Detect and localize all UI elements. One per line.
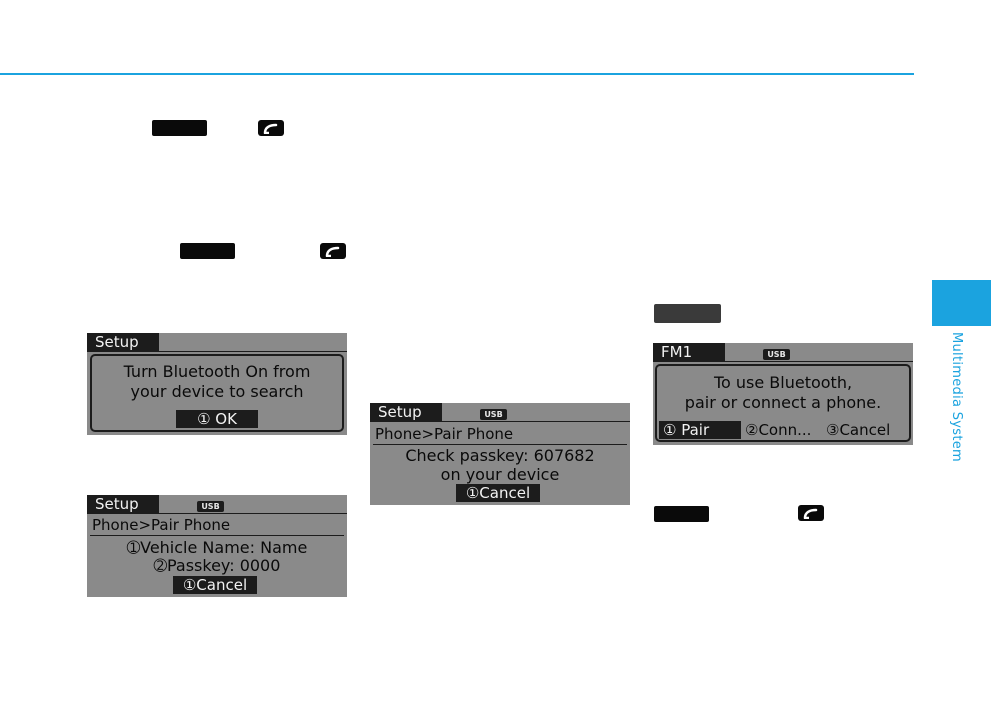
usb-indicator: USB	[480, 409, 507, 420]
usb-indicator: USB	[197, 501, 224, 512]
setup-key-graphic	[180, 243, 235, 259]
message-line: Turn Bluetooth On from	[123, 362, 311, 381]
passkey-line: ➁Passkey: 0000	[153, 556, 281, 575]
breadcrumb: Phone>Pair Phone	[92, 516, 231, 534]
vehicle-name-line: ➀Vehicle Name: Name	[126, 538, 308, 557]
screen-tab: Setup	[87, 333, 159, 352]
ok-softkey[interactable]: ① OK	[176, 410, 258, 428]
phone-handset-icon	[798, 505, 824, 521]
tab-rule	[87, 351, 347, 352]
phone-handset-icon	[320, 243, 346, 259]
setup-key-graphic	[654, 506, 709, 522]
setup-key-graphic	[152, 120, 207, 136]
screen-pair-phone-vehicle: Setup USB Phone>Pair Phone ➀Vehicle Name…	[87, 495, 347, 597]
screen-tab: Setup	[87, 495, 159, 514]
message-line: your device to search	[130, 382, 304, 401]
phone-handset-icon	[258, 120, 284, 136]
connect-option[interactable]: ②Conn...	[745, 421, 812, 439]
screen-check-passkey: Setup USB Phone>Pair Phone Check passkey…	[370, 403, 630, 505]
pair-softkey[interactable]: ① Pair	[659, 421, 741, 439]
tab-rule	[87, 513, 347, 514]
cancel-softkey[interactable]: ①Cancel	[456, 484, 540, 502]
divider	[373, 444, 627, 445]
breadcrumb: Phone>Pair Phone	[375, 425, 514, 443]
section-tab	[932, 280, 991, 326]
message-frame	[90, 354, 344, 432]
screen-use-bluetooth: FM1 USB To use Bluetooth, pair or connec…	[653, 343, 913, 445]
instruction-line: on your device	[440, 465, 560, 484]
message-line: pair or connect a phone.	[684, 393, 882, 412]
divider	[90, 535, 344, 536]
cancel-option[interactable]: ③Cancel	[826, 421, 891, 439]
tab-rule	[653, 361, 913, 362]
message-frame	[655, 364, 911, 442]
setup-key-graphic	[654, 304, 721, 323]
cancel-softkey[interactable]: ①Cancel	[173, 576, 257, 594]
usb-indicator: USB	[763, 349, 790, 360]
passkey-line: Check passkey: 607682	[405, 446, 595, 465]
section-label: Multimedia System	[949, 332, 964, 462]
header-rule	[0, 73, 914, 75]
screen-bluetooth-off: Setup Turn Bluetooth On from your device…	[87, 333, 347, 435]
screen-tab: Setup	[370, 403, 442, 422]
screen-tab: FM1	[653, 343, 725, 362]
message-line: To use Bluetooth,	[713, 373, 853, 392]
tab-rule	[370, 421, 630, 422]
